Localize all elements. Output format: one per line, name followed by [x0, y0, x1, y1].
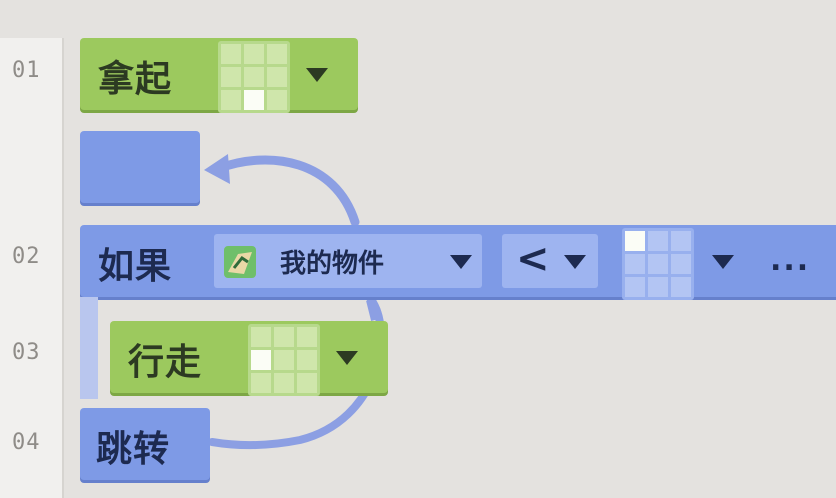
grid-cell[interactable] [244, 67, 264, 87]
grid-cell[interactable] [221, 67, 241, 87]
grid-cell[interactable] [274, 327, 294, 347]
grid-cell[interactable] [267, 44, 287, 64]
line-number-04: 04 [12, 430, 41, 455]
if-body-bracket [80, 297, 98, 399]
chevron-down-icon[interactable] [564, 255, 586, 269]
grid-cell[interactable] [648, 277, 668, 297]
chevron-down-icon[interactable] [306, 68, 328, 82]
grid-cell[interactable] [625, 277, 645, 297]
if-block[interactable]: 如果 我的物件 < ... [80, 225, 836, 300]
if-label: 如果 [98, 246, 173, 287]
grid-cell-selected[interactable] [625, 231, 645, 251]
object-selector[interactable]: 我的物件 [214, 234, 482, 288]
grid-cell[interactable] [671, 231, 691, 251]
walk-label: 行走 [128, 342, 203, 383]
grid-cell[interactable] [297, 327, 317, 347]
jump-block[interactable]: 跳转 [80, 408, 210, 480]
chevron-down-icon[interactable] [712, 255, 734, 269]
chevron-down-icon[interactable] [336, 351, 358, 365]
line-number-01: 01 [12, 58, 41, 83]
grid-cell[interactable] [244, 44, 264, 64]
ellipsis-icon[interactable]: ... [770, 243, 811, 278]
object-icon [224, 246, 256, 278]
grid-cell[interactable] [297, 373, 317, 393]
grid-cell-selected[interactable] [251, 350, 271, 370]
walk-block[interactable]: 行走 [110, 321, 388, 396]
grid-cell[interactable] [221, 44, 241, 64]
grid-cell[interactable] [221, 90, 241, 110]
operator-label: < [516, 236, 550, 282]
walk-direction-grid[interactable] [248, 324, 320, 396]
grid-cell[interactable] [274, 350, 294, 370]
jump-target-block[interactable] [80, 131, 200, 203]
grid-cell[interactable] [625, 254, 645, 274]
grid-cell[interactable] [671, 277, 691, 297]
grid-cell[interactable] [251, 327, 271, 347]
pickup-direction-grid[interactable] [218, 41, 290, 113]
line-number-gutter [0, 38, 64, 498]
chevron-down-icon[interactable] [450, 255, 472, 269]
grid-cell[interactable] [267, 67, 287, 87]
line-number-02: 02 [12, 244, 41, 269]
grid-cell-selected[interactable] [244, 90, 264, 110]
grid-cell[interactable] [274, 373, 294, 393]
line-number-03: 03 [12, 340, 41, 365]
jump-label: 跳转 [96, 429, 171, 470]
grid-cell[interactable] [297, 350, 317, 370]
grid-cell[interactable] [267, 90, 287, 110]
grid-cell[interactable] [671, 254, 691, 274]
grid-cell[interactable] [648, 254, 668, 274]
pickup-label: 拿起 [98, 59, 173, 100]
if-direction-grid[interactable] [622, 228, 694, 300]
grid-cell[interactable] [251, 373, 271, 393]
pickup-block[interactable]: 拿起 [80, 38, 358, 113]
grid-cell[interactable] [648, 231, 668, 251]
operator-selector[interactable]: < [502, 234, 598, 288]
object-label: 我的物件 [280, 249, 385, 279]
